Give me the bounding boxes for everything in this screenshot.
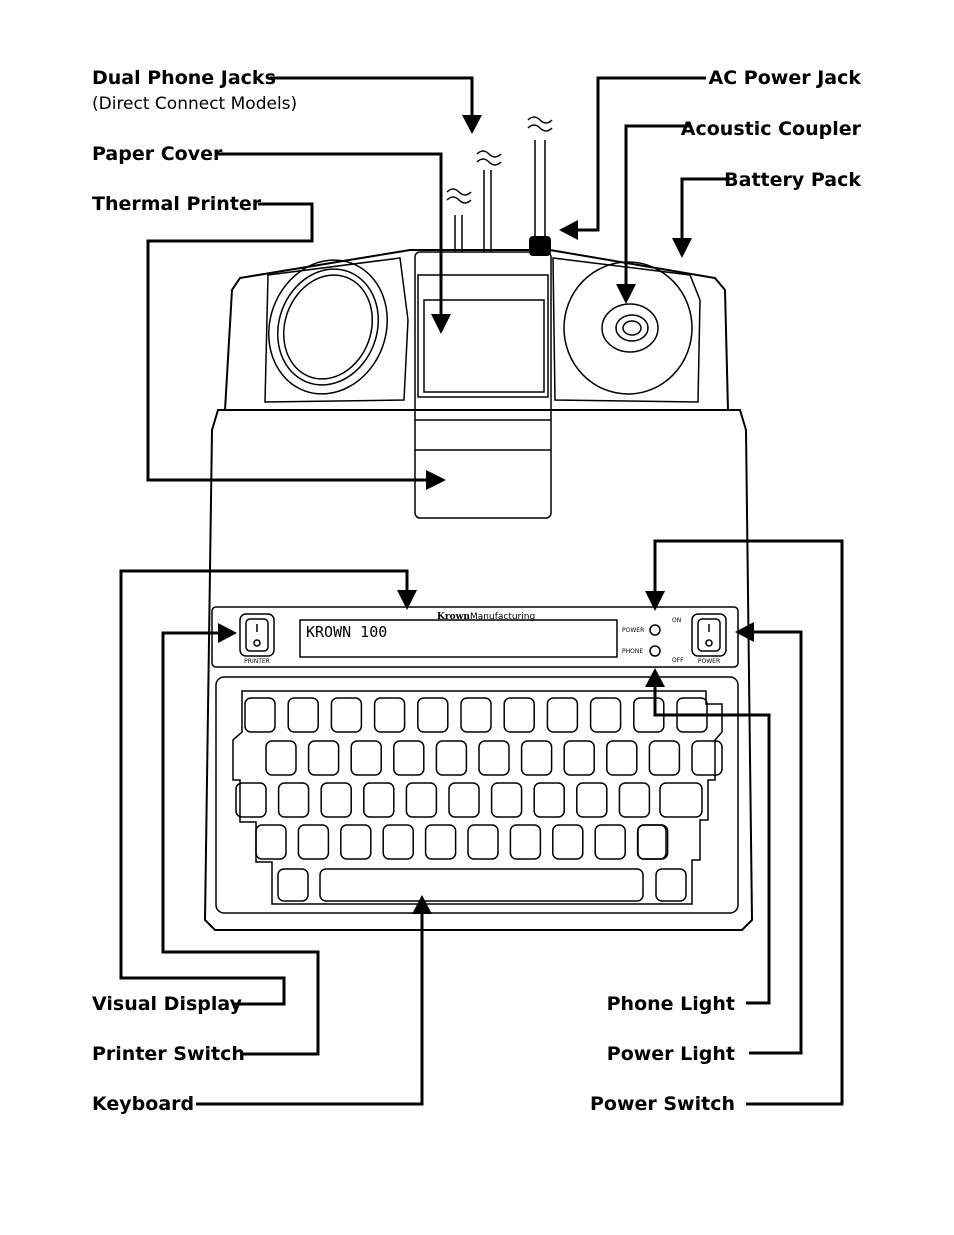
off-label: OFF xyxy=(672,657,684,664)
display-text: KROWN 100 xyxy=(306,623,387,641)
arrow-battery-pack xyxy=(672,238,692,258)
label-keyboard: Keyboard xyxy=(92,1093,194,1115)
label-power-light: Power Light xyxy=(607,1043,735,1065)
label-thermal-printer: Thermal Printer xyxy=(92,193,262,215)
ac-power-plug xyxy=(529,236,551,256)
power-indicator-label: POWER xyxy=(622,627,644,634)
main-body xyxy=(205,410,752,930)
label-paper-cover: Paper Cover xyxy=(92,143,223,165)
label-acoustic-coupler: Acoustic Coupler xyxy=(681,118,862,140)
label-ac-power-jack: AC Power Jack xyxy=(709,67,862,89)
brand-suffix: Manufacturing xyxy=(470,612,535,622)
arrow-dual-phone-jacks xyxy=(462,115,482,134)
cords xyxy=(447,117,552,252)
arrow-ac-power-jack xyxy=(559,220,578,240)
label-battery-pack: Battery Pack xyxy=(724,169,861,191)
phone-indicator-label: PHONE xyxy=(622,648,643,655)
device-illustration: PRINTER KROWN 100 Krown Manufacturing PO… xyxy=(205,117,752,930)
label-dual-phone-jacks: Dual Phone Jacks xyxy=(92,67,276,89)
label-visual-display: Visual Display xyxy=(92,993,243,1015)
on-label: ON xyxy=(672,617,681,624)
upper-shell xyxy=(225,250,728,410)
label-phone-light: Phone Light xyxy=(607,993,735,1015)
label-printer-switch: Printer Switch xyxy=(92,1043,245,1065)
label-power-switch: Power Switch xyxy=(590,1093,735,1115)
printer-switch-caption: PRINTER xyxy=(244,658,270,665)
power-switch-caption: POWER xyxy=(698,658,720,665)
brand-name: Krown xyxy=(437,612,470,622)
label-direct-connect: (Direct Connect Models) xyxy=(92,94,297,114)
